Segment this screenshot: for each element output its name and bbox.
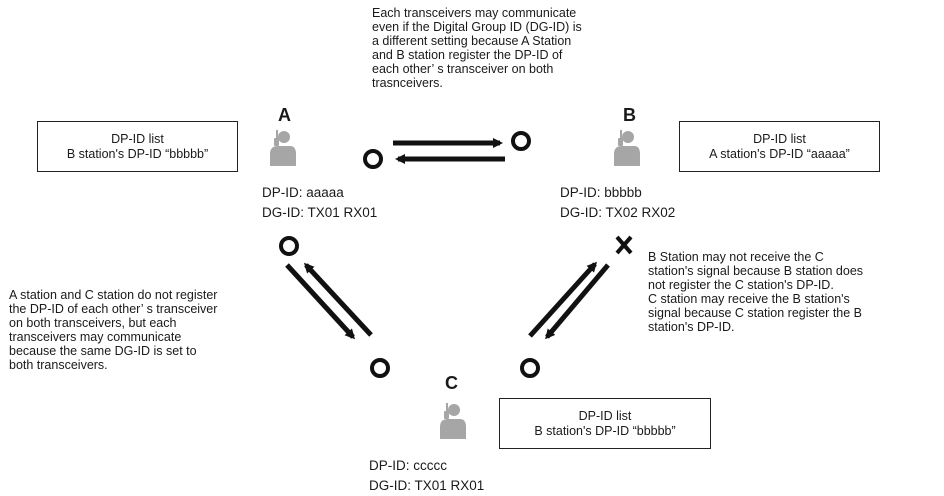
cross-mark-icon xyxy=(615,235,633,255)
station-c-label: C xyxy=(445,373,458,393)
note-top: Each transceivers may communicate even i… xyxy=(372,6,582,90)
dp-id-list-title: DP-ID list xyxy=(578,408,632,423)
circle-mark-icon xyxy=(279,236,299,256)
station-b-label: B xyxy=(623,105,636,125)
dp-id-list-title: DP-ID list xyxy=(753,131,806,146)
dp-id-list-a: DP-ID list B station's DP-ID “bbbbb” xyxy=(37,121,238,172)
person-with-radio-icon xyxy=(606,128,640,171)
dp-id-list-c: DP-ID list B station's DP-ID “bbbbb” xyxy=(499,398,711,449)
station-a-dg-id: DG-ID: TX01 RX01 xyxy=(262,205,378,220)
station-b-info: DP-ID: bbbbb DG-ID: TX02 RX02 xyxy=(560,183,675,223)
arrow-c-to-a xyxy=(303,262,373,337)
arrow-a-to-c xyxy=(285,263,356,340)
station-c-dg-id: DG-ID: TX01 RX01 xyxy=(369,478,485,493)
station-a-label: A xyxy=(278,105,291,125)
person-with-radio-icon xyxy=(262,128,296,171)
station-a-info: DP-ID: aaaaa DG-ID: TX01 RX01 xyxy=(262,183,377,223)
circle-mark-icon xyxy=(520,358,540,378)
station-a-dp-id: DP-ID: aaaaa xyxy=(262,185,344,200)
note-left: A station and C station do not register … xyxy=(9,288,218,372)
circle-mark-icon xyxy=(511,131,531,151)
dp-id-list-entry: B station's DP-ID “bbbbb” xyxy=(66,146,209,161)
dp-id-list-title: DP-ID list xyxy=(111,131,164,146)
station-c-info: DP-ID: ccccc DG-ID: TX01 RX01 xyxy=(369,456,484,496)
dp-id-list-entry: A station's DP-ID “aaaaa” xyxy=(709,146,850,161)
circle-mark-icon xyxy=(363,149,383,169)
arrow-b-to-c xyxy=(545,263,610,340)
arrow-c-to-b xyxy=(528,261,598,338)
station-b-dp-id: DP-ID: bbbbb xyxy=(560,185,642,200)
circle-mark-icon xyxy=(370,358,390,378)
station-b-dg-id: DG-ID: TX02 RX02 xyxy=(560,205,676,220)
dp-id-list-entry: B station's DP-ID “bbbbb” xyxy=(534,423,676,438)
person-with-radio-icon xyxy=(432,401,466,444)
note-right: B Station may not receive the C station'… xyxy=(648,250,864,334)
dp-id-list-b: DP-ID list A station's DP-ID “aaaaa” xyxy=(679,121,880,172)
station-c-dp-id: DP-ID: ccccc xyxy=(369,458,448,473)
